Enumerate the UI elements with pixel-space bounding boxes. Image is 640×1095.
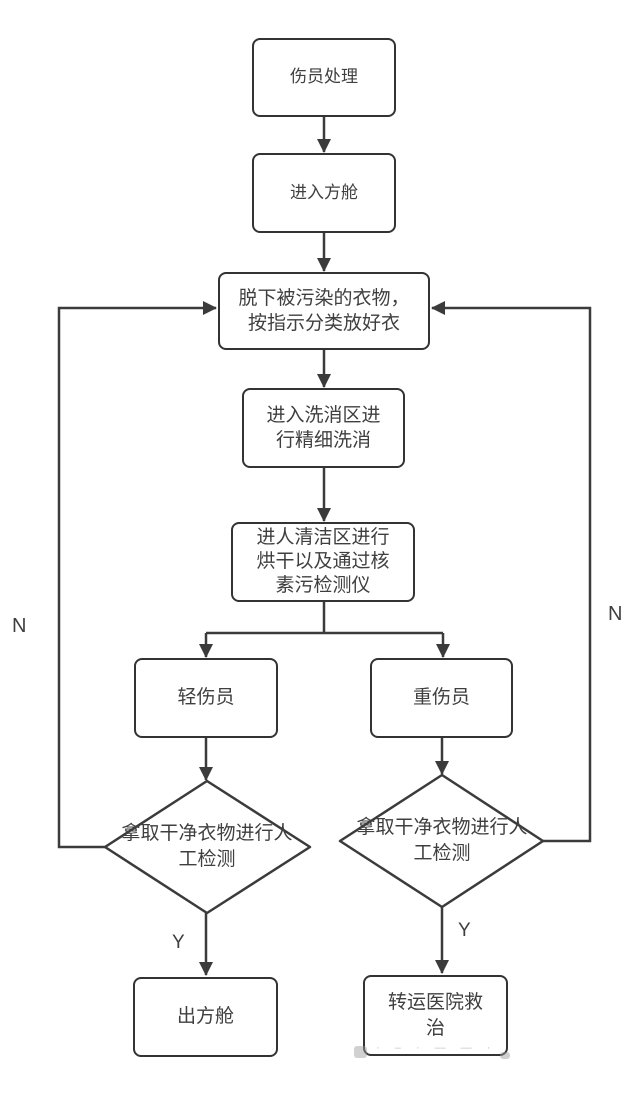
- node-undress: 脱下被污染的衣物， 按指示分类放好衣: [218, 272, 430, 350]
- label-yes-minor: Y: [172, 932, 185, 953]
- node-clean-zone: 进人清洁区进行 烘干以及通过核 素污检测仪: [231, 522, 415, 602]
- decision-text-minor: 拿取干净衣物进行人 工检测: [121, 823, 293, 870]
- node-transfer-hospital: 转运医院救 治: [363, 975, 508, 1056]
- node-minor-casualty: 轻伤员: [134, 658, 278, 738]
- decision-text-severe: 拿取干净衣物进行人 工检测: [356, 817, 528, 864]
- edge-check-severe-no-loop: [431, 301, 592, 843]
- node-fine-wash: 进入洗消区进 行精细洗消: [242, 388, 405, 468]
- watermark-blob-left: [354, 1046, 367, 1058]
- node-enter-cabin: 进入方舱: [252, 153, 396, 233]
- label-no-severe: N: [608, 603, 623, 625]
- label-yes-severe: Y: [458, 920, 471, 941]
- node-start: 伤员处理: [252, 38, 396, 117]
- watermark-blob-right: [500, 1052, 510, 1059]
- node-exit-cabin: 出方舱: [133, 977, 278, 1057]
- node-severe-casualty: 重伤员: [370, 658, 513, 738]
- edge-check-minor-no-loop: [57, 301, 217, 849]
- label-no-minor: N: [12, 615, 27, 637]
- decision-diamond-severe: [338, 773, 545, 909]
- watermark-smudge: · – · — — ·: [376, 1042, 497, 1054]
- decision-diamond-minor: [103, 779, 312, 915]
